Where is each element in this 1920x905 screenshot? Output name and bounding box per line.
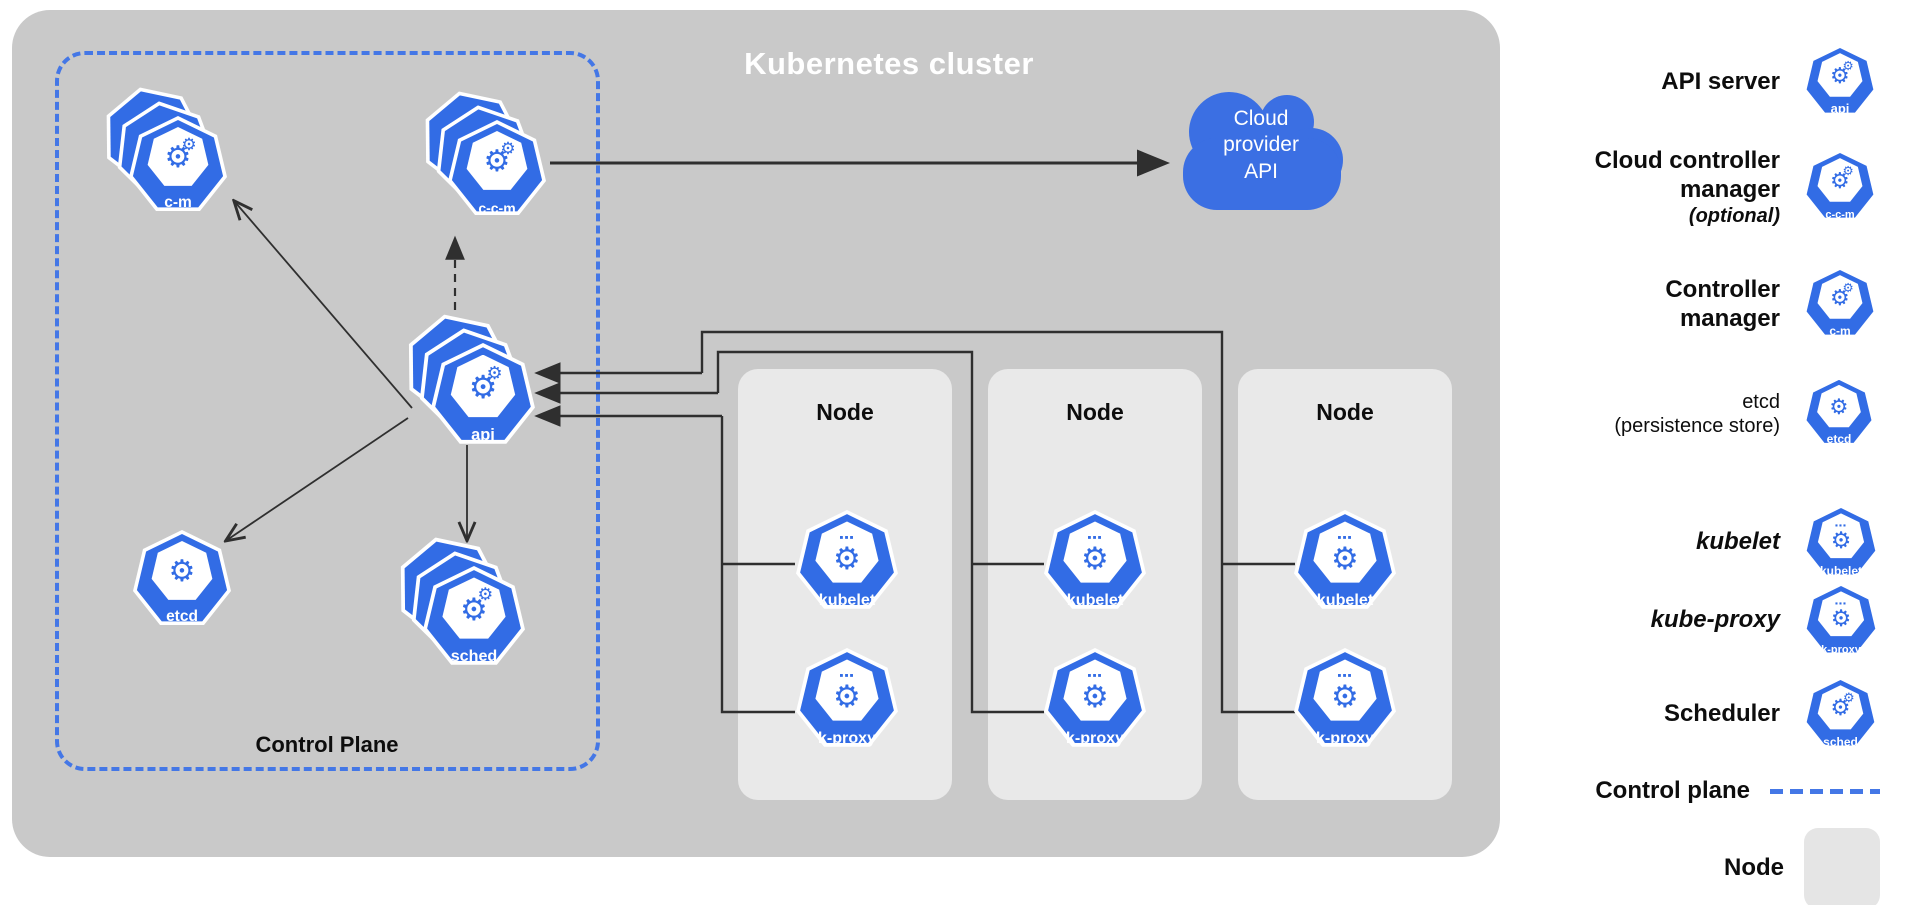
icon-label: etcd: [166, 608, 198, 625]
legend-icon-cell: ▪▪▪⚙ kubelet: [1800, 502, 1880, 582]
legend-icon-cell: ⚙ etcd: [1800, 374, 1880, 454]
scheduler-legend-icon: ⚙⚙ sched: [1803, 677, 1878, 752]
hepta-front: ⚙⚙ sched: [422, 566, 526, 670]
legend-label: kube-proxy: [1650, 606, 1780, 634]
cluster-panel: Node Node Node: [12, 10, 1500, 857]
icon-label: c-m: [1829, 324, 1851, 339]
icon-label: k-proxy: [1315, 728, 1375, 747]
controller-manager-legend-icon: ⚙⚙ c-m: [1803, 267, 1877, 341]
legend-label: Scheduler: [1663, 700, 1780, 728]
kube-proxy-icon-node3: ▪▪▪⚙ k-proxy: [1293, 648, 1397, 752]
legend-note: (optional): [1688, 205, 1780, 228]
cloud-controller-manager-icon: ⚙⚙ c-c-m: [421, 90, 547, 220]
cloud-controller-manager-legend-icon: ⚙⚙ c-c-m: [1803, 150, 1877, 224]
legend-row-kubelet: kubelet ▪▪▪⚙ kubelet: [1696, 496, 1880, 588]
node-title: Node: [1316, 399, 1374, 425]
api-server-icon: ⚙⚙ api: [404, 313, 536, 449]
cloud-label: Cloud provider API: [1223, 107, 1299, 183]
cloud-icon: [1183, 92, 1343, 210]
dashed-line-sample: [1770, 788, 1880, 794]
legend-label: kubelet: [1695, 528, 1780, 556]
kube-proxy-icon-node2: ▪▪▪⚙ k-proxy: [1043, 648, 1147, 752]
node-title: Node: [1066, 399, 1124, 425]
hepta-front: ⚙⚙ c-m: [128, 116, 228, 216]
legend-label: Control plane: [1595, 777, 1750, 805]
legend-row-kube-proxy: kube-proxy ▪▪▪⚙ k-proxy: [1651, 574, 1880, 666]
legend-row-scheduler: Scheduler ⚙⚙ sched: [1664, 670, 1880, 758]
icon-label: k-proxy: [817, 728, 877, 747]
legend-row-control-plane: Control plane: [1595, 767, 1880, 815]
legend-icon-cell: ⚙⚙ sched: [1800, 674, 1880, 754]
icon-label: k-proxy: [1821, 643, 1861, 656]
icon-label: etcd: [1826, 432, 1852, 447]
node-title: Node: [816, 399, 874, 425]
cluster-title: Kubernetes cluster: [744, 46, 1034, 81]
legend-icon-cell: ⚙⚙ c-m: [1800, 264, 1880, 344]
legend-icon-cell: ⚙⚙ api: [1800, 42, 1880, 122]
legend-label: etcd (persistence store): [1614, 390, 1780, 437]
icon-label: k-proxy: [1065, 728, 1125, 747]
icon-label: sched: [1823, 735, 1858, 749]
kubelet-icon-node1: ▪▪▪⚙ kubelet: [795, 510, 899, 614]
kube-proxy-icon-node1: ▪▪▪⚙ k-proxy: [795, 648, 899, 752]
legend-row-cloud-controller-manager: Cloud controller manager(optional) ⚙⚙ c-…: [1595, 130, 1880, 244]
legend-icon-cell: ⚙⚙ c-c-m: [1800, 147, 1880, 227]
legend-label: Controller manager: [1665, 275, 1780, 332]
legend-label: API server: [1661, 68, 1780, 96]
legend: API server ⚙⚙ api Cloud controller manag…: [1480, 30, 1900, 905]
kubelet-legend-icon: ▪▪▪⚙ kubelet: [1803, 505, 1879, 581]
control-plane-boundary: [55, 51, 600, 771]
legend-row-api-server: API server ⚙⚙ api: [1661, 40, 1880, 124]
kubelet-icon-node2: ▪▪▪⚙ kubelet: [1043, 510, 1147, 614]
legend-label: Node: [1724, 854, 1784, 882]
legend-icon-cell: ▪▪▪⚙ k-proxy: [1800, 580, 1880, 660]
icon-label: kubelet: [818, 590, 876, 609]
api-server-legend-icon: ⚙⚙ api: [1803, 45, 1877, 119]
icon-label: api: [471, 425, 495, 444]
legend-row-controller-manager: Controller manager ⚙⚙ c-m: [1665, 258, 1880, 350]
hepta-front: ⚙⚙ api: [430, 343, 536, 449]
legend-row-etcd: etcd (persistence store) ⚙ etcd: [1614, 370, 1880, 458]
etcd-icon: ⚙ etcd: [132, 530, 232, 630]
controller-manager-icon: ⚙⚙ c-m: [102, 86, 228, 216]
cubes-gear-icon: ▪▪▪⚙: [1817, 591, 1865, 637]
scheduler-icon: ⚙⚙ sched: [396, 536, 526, 670]
control-plane-label: Control Plane: [255, 732, 399, 757]
icon-label: kubelet: [1316, 590, 1374, 609]
legend-row-node: Node: [1724, 826, 1880, 905]
etcd-legend-icon: ⚙ etcd: [1803, 377, 1875, 449]
legend-label: Cloud controller manager(optional): [1594, 146, 1780, 228]
icon-label: c-c-m: [478, 200, 516, 216]
icon-label: kubelet: [1066, 590, 1124, 609]
icon-label: c-m: [164, 194, 192, 211]
icon-label: kubelet: [1819, 563, 1862, 578]
kube-proxy-legend-icon: ▪▪▪⚙ k-proxy: [1803, 583, 1879, 659]
cloud-provider-api: Cloud provider API: [1175, 80, 1347, 213]
icon-label: c-c-m: [1825, 209, 1855, 222]
icon-label: sched: [450, 646, 498, 665]
hepta-front: ⚙⚙ c-c-m: [447, 120, 547, 220]
node-swatch: [1804, 827, 1880, 905]
icon-label: api: [1830, 101, 1850, 117]
kubelet-icon-node3: ▪▪▪⚙ kubelet: [1293, 510, 1397, 614]
